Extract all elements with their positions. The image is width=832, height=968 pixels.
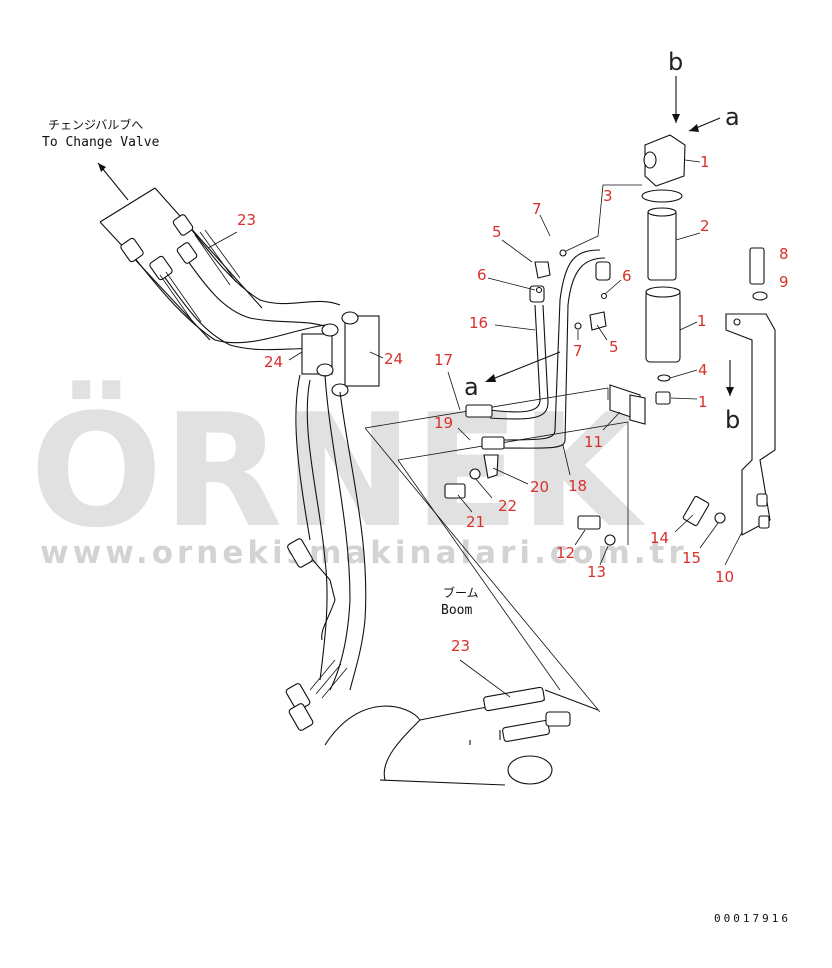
callout-20: 20 xyxy=(530,478,549,496)
callout-7-right: 7 xyxy=(573,342,583,360)
document-number: 00017916 xyxy=(714,912,791,925)
callouts: 23 1 3 7 5 2 6 6 8 9 16 1 17 5 7 4 1 24 xyxy=(207,153,789,698)
callout-3: 3 xyxy=(603,187,613,205)
callout-14: 14 xyxy=(650,529,669,547)
callout-7-top: 7 xyxy=(532,200,542,218)
view-a-arrow xyxy=(485,351,561,382)
callout-24-right: 24 xyxy=(384,350,403,368)
filter-assembly xyxy=(565,76,721,405)
callout-24-left: 24 xyxy=(264,353,283,371)
filter-bracket xyxy=(682,247,776,536)
callout-9: 9 xyxy=(779,273,789,291)
callout-18: 18 xyxy=(568,477,587,495)
view-marker-a-left: a xyxy=(464,373,479,401)
watermark-brand: ÖRNEK xyxy=(30,379,646,562)
callout-23-bottom: 23 xyxy=(451,637,470,655)
view-marker-b-top: b xyxy=(668,48,683,76)
callout-13: 13 xyxy=(587,563,606,581)
callout-11: 11 xyxy=(584,433,603,451)
callout-16: 16 xyxy=(469,314,488,332)
callout-17: 17 xyxy=(434,351,453,369)
callout-5-left: 5 xyxy=(492,223,502,241)
callout-6-left: 6 xyxy=(477,266,487,284)
callout-5-right: 5 xyxy=(609,338,619,356)
watermark-url: www.ornekismakinalari.com.tr xyxy=(40,535,688,571)
callout-1-plug: 1 xyxy=(698,393,708,411)
note-change-valve-jp: チェンジバルブへ xyxy=(48,117,143,132)
callout-21: 21 xyxy=(466,513,485,531)
watermark: ÖRNEK www.ornekismakinalari.com.tr xyxy=(30,379,688,571)
note-boom-jp: ブーム xyxy=(443,585,479,600)
callout-1-head: 1 xyxy=(700,153,710,171)
callout-19: 19 xyxy=(434,414,453,432)
note-change-valve-en: To Change Valve xyxy=(42,135,160,150)
callout-23-top: 23 xyxy=(237,211,256,229)
hose-fitting xyxy=(120,214,198,281)
callout-1-case: 1 xyxy=(697,312,707,330)
note-change-valve: チェンジバルブへ To Change Valve xyxy=(42,117,160,150)
callout-6-right: 6 xyxy=(622,267,632,285)
view-marker-a-top: a xyxy=(725,103,740,131)
callout-8: 8 xyxy=(779,245,789,263)
note-boom: ブーム Boom xyxy=(441,585,479,618)
hose-bundle xyxy=(97,162,553,786)
callout-4: 4 xyxy=(698,361,708,379)
callout-2: 2 xyxy=(700,217,710,235)
callout-15: 15 xyxy=(682,549,701,567)
note-boom-en: Boom xyxy=(441,603,472,618)
callout-10: 10 xyxy=(715,568,734,586)
callout-22: 22 xyxy=(498,497,517,515)
view-marker-b-right: b xyxy=(725,406,740,434)
callout-12: 12 xyxy=(556,544,575,562)
